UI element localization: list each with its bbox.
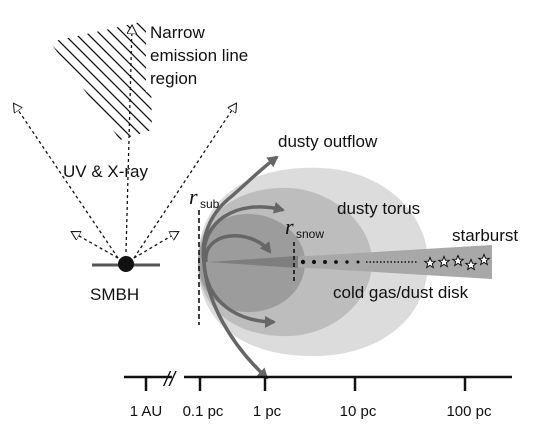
nlr-label-line1: Narrow bbox=[150, 23, 206, 42]
curl-arrow-inner bbox=[204, 234, 272, 263]
axis-label-0p1pc: 0.1 pc bbox=[183, 403, 224, 420]
axis-label-10pc: 10 pc bbox=[340, 403, 377, 420]
starburst-label: starburst bbox=[452, 226, 518, 245]
axis-break-marker: // bbox=[162, 369, 178, 391]
smbh-icon bbox=[118, 256, 134, 272]
dusty-torus-label: dusty torus bbox=[337, 199, 420, 218]
ray-far-right bbox=[133, 104, 236, 259]
r-snow-subscript: snow bbox=[296, 227, 324, 241]
cold-disk-label: cold gas/dust disk bbox=[333, 283, 469, 302]
disk-dots bbox=[300, 259, 360, 265]
radiation-arrows bbox=[14, 26, 236, 259]
ray-far-left bbox=[14, 104, 119, 259]
r-snow-symbol: r bbox=[285, 214, 294, 239]
axis-label-100pc: 100 pc bbox=[446, 403, 492, 420]
cold-disk bbox=[208, 245, 492, 279]
r-sub-symbol: r bbox=[189, 184, 198, 209]
axis-label-1pc: 1 pc bbox=[253, 403, 282, 420]
dusty-outflow-label: dusty outflow bbox=[278, 132, 378, 151]
outflow-arrows bbox=[201, 155, 285, 380]
outflow-arrow-top bbox=[201, 155, 279, 263]
uv-xray-label: UV & X-ray bbox=[63, 162, 149, 181]
ray-right bbox=[133, 232, 178, 259]
distance-axis bbox=[124, 375, 512, 391]
ray-left bbox=[72, 232, 119, 259]
axis-label-1au: 1 AU bbox=[130, 403, 163, 420]
curl-arrow-upper bbox=[202, 201, 285, 263]
r-sub-subscript: sub bbox=[200, 197, 220, 211]
smbh-label: SMBH bbox=[90, 285, 139, 304]
ray-up bbox=[125, 26, 132, 253]
curl-arrow-lower bbox=[202, 261, 276, 328]
starburst-stars bbox=[423, 253, 491, 271]
nlr-label-line2: emission line bbox=[150, 46, 248, 65]
nlr-label-bg bbox=[146, 18, 274, 92]
cold-disk-inner bbox=[208, 256, 298, 268]
nlr-label-line3: region bbox=[150, 69, 197, 88]
